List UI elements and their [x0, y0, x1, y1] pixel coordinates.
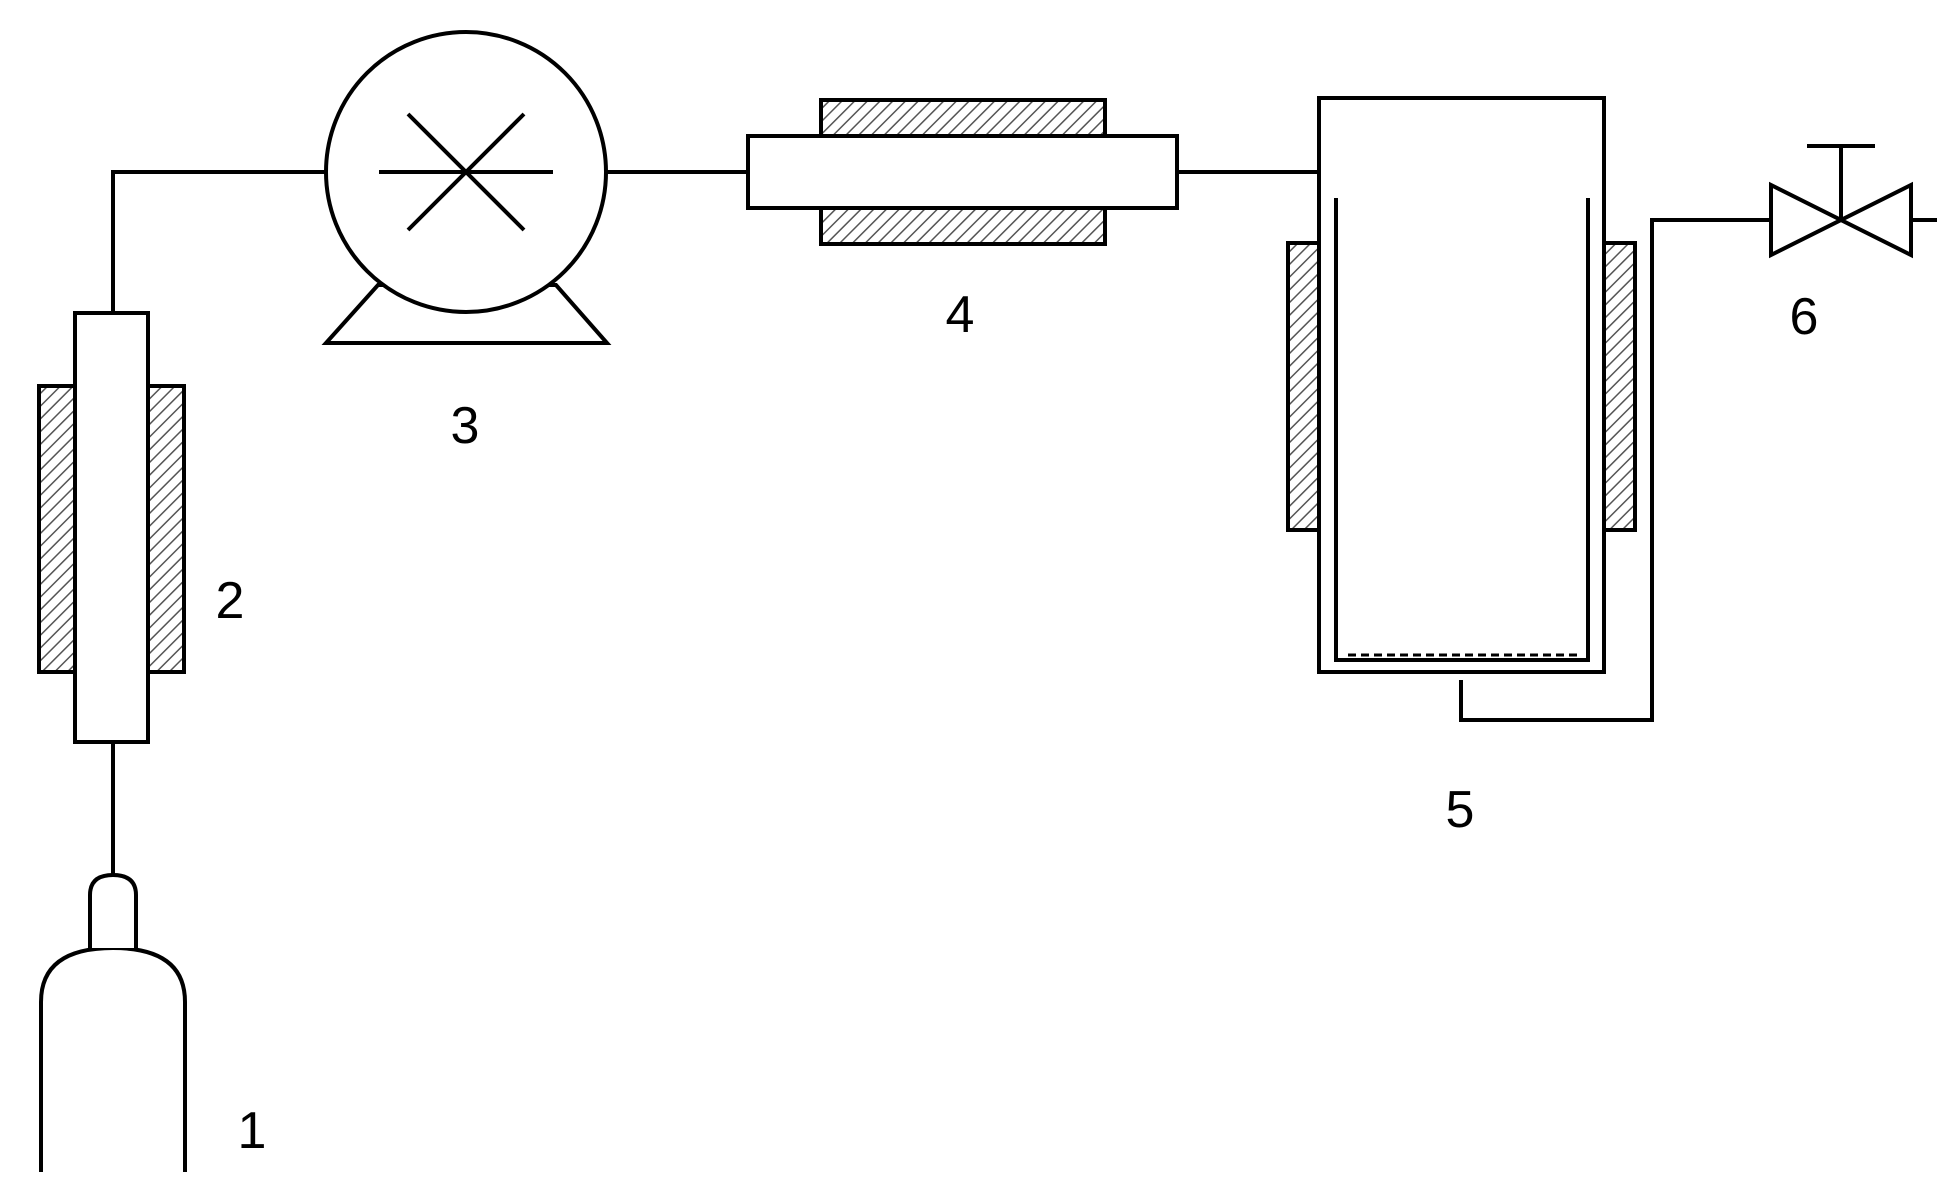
pipes	[111, 170, 1770, 875]
label-4: 4	[946, 286, 975, 344]
label-6: 6	[1790, 288, 1819, 346]
label-2: 2	[216, 572, 245, 630]
gas-cylinder-body	[39, 945, 187, 1172]
label-1: 1	[238, 1102, 267, 1160]
reaction-vessel-body	[1317, 96, 1606, 674]
label-5: 5	[1446, 781, 1475, 839]
gas-cylinder	[39, 872, 187, 1172]
outlet-valve	[1769, 144, 1937, 259]
pump-blade-diagonal-b	[406, 112, 526, 232]
heated-tube-heater-top	[819, 98, 1107, 138]
heated-tube-heater-bottom	[819, 206, 1107, 246]
pump	[321, 30, 612, 345]
heated-tube-body	[746, 134, 1179, 210]
heated-column	[37, 311, 186, 744]
reaction-vessel-heater-right	[1602, 241, 1637, 532]
reaction-vessel-heater-left	[1286, 241, 1321, 532]
label-3: 3	[451, 397, 480, 455]
reaction-vessel-inner-liner	[1334, 198, 1590, 662]
heated-tube	[746, 98, 1179, 246]
heated-column-heater-left	[37, 384, 77, 674]
reaction-vessel	[1286, 96, 1637, 674]
gas-cylinder-neck	[88, 872, 138, 948]
pipe-column-to-pump	[111, 170, 327, 313]
heated-column-tube	[73, 311, 150, 744]
pipe-vessel-to-valve	[1459, 218, 1770, 722]
labels: 1 2 3 4 5 6	[216, 286, 1819, 1160]
pump-base	[321, 283, 612, 345]
heated-column-heater-right	[146, 384, 186, 674]
